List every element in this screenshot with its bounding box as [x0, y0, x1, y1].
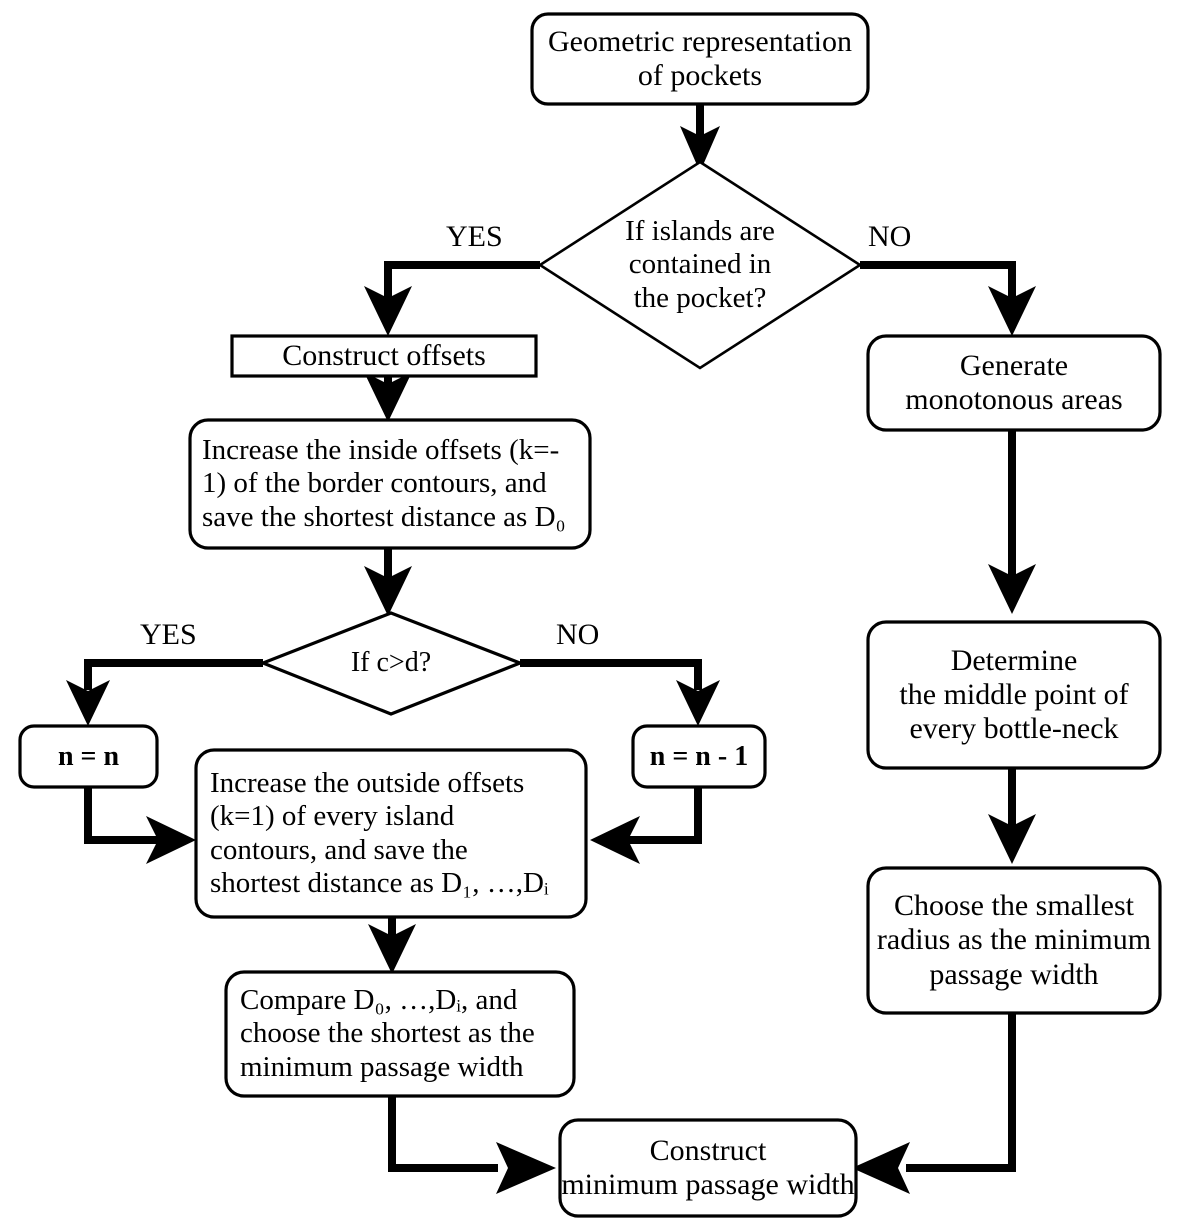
node-n-equals-n-shape[interactable]: [18, 724, 159, 789]
edge-choose-to-construct-mpw: [852, 1013, 1016, 1194]
edge-determine-to-choose: [988, 768, 1036, 864]
node-increase-inside-shape[interactable]: [188, 418, 592, 550]
edge-islands-yes: [364, 261, 540, 336]
node-start-shape[interactable]: [530, 12, 870, 106]
node-n-minus-one-shape[interactable]: [631, 724, 767, 789]
node-determine-middle-shape[interactable]: [866, 620, 1162, 770]
edge-increase-outside-to-compare: [368, 917, 416, 974]
edge-n-minus-one-to-increase-outside: [590, 787, 702, 864]
node-construct-mpw-shape[interactable]: [558, 1118, 858, 1218]
node-choose-smallest-shape[interactable]: [866, 866, 1162, 1015]
edge-n-equals-n-to-increase-outside: [84, 787, 196, 864]
edge-cd-no: [520, 659, 720, 726]
branch-label-islands-no: NO: [868, 220, 912, 253]
edge-islands-no: [860, 261, 1036, 336]
branch-label-islands-yes: YES: [446, 220, 503, 253]
branch-label-cd-yes: YES: [140, 618, 197, 651]
node-generate-monotonous-shape[interactable]: [866, 334, 1162, 432]
branch-label-cd-no: NO: [556, 618, 600, 651]
node-construct-offsets-shape[interactable]: [230, 334, 538, 378]
edge-construct-offsets-to-increase-inside: [364, 372, 412, 422]
node-compare-shape[interactable]: [224, 970, 576, 1098]
node-decision-cd-shape[interactable]: [258, 611, 525, 716]
edge-start-to-decision-islands: [680, 104, 720, 172]
edge-compare-to-construct-mpw: [388, 1096, 556, 1194]
edge-cd-yes: [66, 659, 263, 726]
edge-increase-inside-to-decision-cd: [364, 548, 412, 616]
node-decision-islands-shape[interactable]: [537, 160, 863, 370]
node-increase-outside-shape[interactable]: [194, 748, 588, 919]
edge-generate-to-determine: [988, 430, 1036, 614]
